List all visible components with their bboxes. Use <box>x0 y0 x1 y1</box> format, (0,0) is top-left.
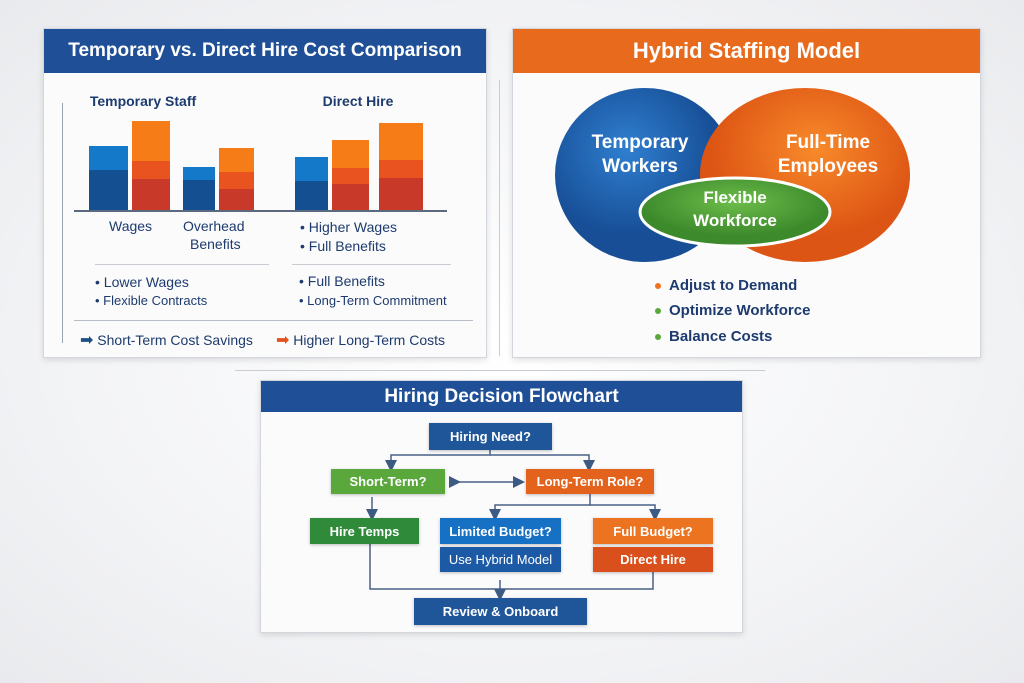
label-wages: Wages <box>109 218 153 234</box>
group-label-temporary: Temporary Staff <box>89 93 197 109</box>
node-use-hybrid: Use Hybrid Model <box>440 547 561 572</box>
divider <box>292 264 451 265</box>
node-limited-budget: Limited Budget? <box>440 518 561 544</box>
node-short-term: Short-Term? <box>331 469 445 494</box>
node-hiring-need: Hiring Need? <box>429 423 552 450</box>
cost-comparison-title: Temporary vs. Direct Hire Cost Compariso… <box>44 29 486 73</box>
direct-bullet-2: • Long-Term Commitment <box>299 293 447 308</box>
venn-diagram <box>555 88 910 262</box>
hybrid-bullet-1: Adjust to Demand <box>655 277 797 294</box>
group-label-direct: Direct Hire <box>322 93 394 109</box>
divider <box>95 264 269 265</box>
section-divider <box>235 370 765 371</box>
bullet-dot-icon <box>655 283 661 290</box>
divider <box>74 320 473 321</box>
label-overhead: Overhead <box>183 218 245 234</box>
flowchart-title: Hiring Decision Flowchart <box>261 381 742 412</box>
venn-flexible-ellipse <box>638 176 832 248</box>
baseline <box>74 210 447 212</box>
arrow-right-icon: ➡ <box>276 332 290 349</box>
arrow-right-icon: ➡ <box>80 332 94 349</box>
hybrid-bullet-2: Optimize Workforce <box>655 302 810 319</box>
direct-bullet-1: • Full Benefits <box>299 273 385 289</box>
bullet-dot-icon <box>655 334 661 341</box>
panel-separator <box>499 80 500 356</box>
temp-bullet-1: • Lower Wages <box>95 274 189 290</box>
label-benefits: Benefits <box>190 236 241 252</box>
hybrid-model-title: Hybrid Staffing Model <box>513 29 980 73</box>
node-review-onboard: Review & Onboard <box>414 598 587 625</box>
direct-point-2: • Full Benefits <box>300 238 386 254</box>
legend-short-term: ➡ Short-Term Cost Savings <box>80 332 253 349</box>
legend-long-term: ➡ Higher Long-Term Costs <box>276 332 446 349</box>
vertical-axis-line <box>62 103 63 343</box>
node-full-budget: Full Budget? <box>593 518 713 544</box>
node-hire-temps: Hire Temps <box>310 518 419 544</box>
temp-bullet-2: • Flexible Contracts <box>95 293 208 308</box>
node-direct-hire: Direct Hire <box>593 547 713 572</box>
direct-point-1: • Higher Wages <box>300 219 397 235</box>
bullet-dot-icon <box>655 308 661 315</box>
node-long-term: Long-Term Role? <box>526 469 654 494</box>
hybrid-bullet-3: Balance Costs <box>655 328 772 345</box>
